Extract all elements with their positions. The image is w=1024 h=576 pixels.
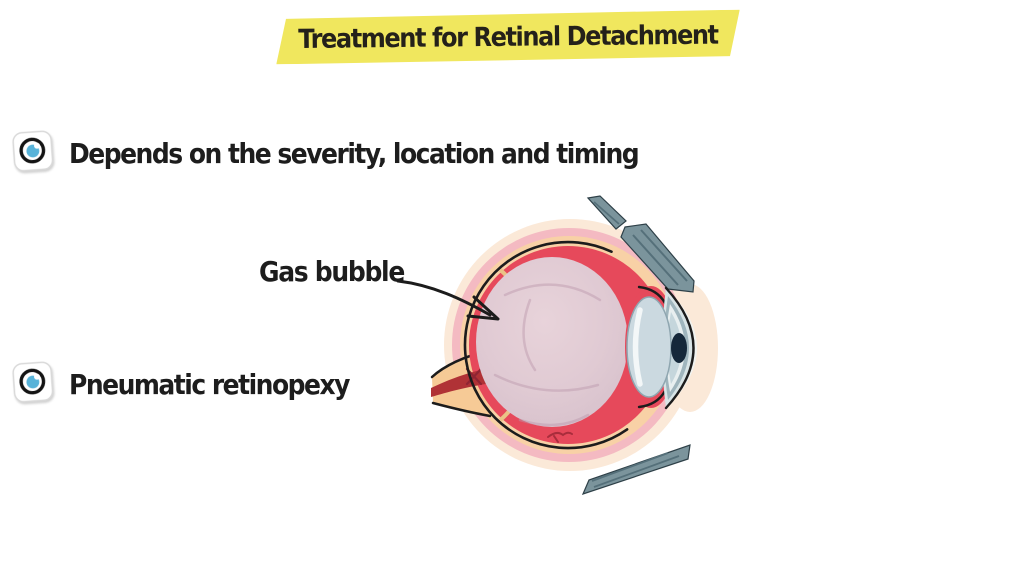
bullet-text: Pneumatic retinopexy (69, 367, 350, 401)
retinal-vessel-mark (547, 431, 573, 443)
eye-cross-section-illustration (396, 195, 718, 495)
eye-bullet-icon (10, 129, 55, 178)
superior-muscle (586, 195, 695, 293)
gas-bubble-arrow (396, 279, 500, 321)
retina-outline (463, 240, 629, 450)
bullet-item-severity: Depends on the severity, location and ti… (10, 129, 640, 178)
eye-iris-notch (34, 373, 41, 380)
vitreous-gas-bubble (476, 257, 628, 427)
bullet-text: Depends on the severity, location and ti… (69, 136, 640, 170)
iris-root-outlines (637, 285, 667, 409)
page-title: Treatment for Retinal Detachment (298, 19, 718, 55)
lens (626, 296, 672, 398)
eye-bullet-icon (10, 360, 55, 409)
inferior-muscle (581, 444, 691, 495)
eye-iris-notch (34, 142, 41, 149)
pupil (671, 333, 687, 363)
title-highlight-band: Treatment for Retinal Detachment (276, 10, 740, 65)
gas-bubble-label: Gas bubble (259, 255, 405, 288)
bullet-item-pneumatic-retinopexy: Pneumatic retinopexy (10, 360, 350, 409)
